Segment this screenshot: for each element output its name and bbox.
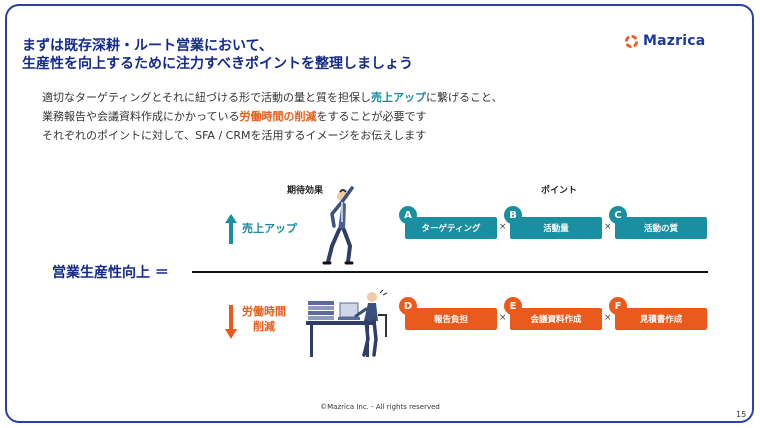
mazrica-logo-icon [624, 34, 639, 48]
point-d-label: 報告負担 [433, 315, 468, 325]
point-a-label: ターゲティング [421, 224, 481, 234]
badge-d: D [399, 297, 417, 315]
logo-text: Mazrica [643, 33, 706, 49]
point-box-c: 活動の質 [615, 217, 707, 239]
point-c-label: 活動の質 [643, 224, 678, 234]
badge-c: C [609, 206, 627, 224]
arrow-down-icon [225, 305, 237, 339]
title-line-2: 生産性を向上するために注力すべきポイントを整理しましょう [22, 56, 414, 72]
point-e-label: 会議資料作成 [530, 315, 582, 325]
times-icon: × [604, 313, 612, 323]
point-box-e: 会議資料作成 [510, 308, 602, 330]
point-box-f: 見積書作成 [615, 308, 707, 330]
point-box-d: 報告負担 [405, 308, 497, 330]
mazrica-logo: Mazrica [624, 33, 705, 49]
times-icon: × [604, 222, 612, 232]
body-text: 適切なターゲティングとそれに紐づける形で活動の量と質を担保し売上アップに繋げるこ… [42, 88, 503, 145]
header-expected-effect: 期待効果 [287, 186, 324, 196]
equation-label: 営業生産性向上 ＝ [52, 265, 169, 281]
times-icon: × [499, 313, 507, 323]
point-f-label: 見積書作成 [639, 315, 683, 325]
point-box-b: 活動量 [510, 217, 602, 239]
title-line-1: まずは既存深耕・ルート営業において、 [22, 38, 273, 54]
badge-e: E [504, 297, 522, 315]
effect-up-label: 売上アップ [242, 222, 297, 235]
arrow-up-icon [225, 214, 237, 244]
point-b-label: 活動量 [543, 224, 569, 234]
badge-b: B [504, 206, 522, 224]
body-line-2-text: 業務報告や会議資料作成にかかっている [42, 110, 240, 123]
body-line-1: 適切なターゲティングとそれに紐づける形で活動の量と質を担保し売上アップに繋げるこ… [42, 88, 503, 107]
body-line-2-tail: をすることが必要です [316, 110, 427, 123]
highlight-hours-cut: 労働時間の削減 [239, 110, 317, 123]
page-number: 15 [736, 410, 747, 419]
equation-divider [192, 271, 708, 273]
running-businessman-illustration [322, 186, 354, 265]
header-points: ポイント [541, 186, 578, 196]
body-line-3: それぞれのポイントに対して、SFA / CRMを活用するイメージをお伝えします [42, 129, 427, 142]
slide-title: まずは既存深耕・ルート営業において、 生産性を向上するために注力すべきポイントを… [22, 37, 542, 73]
point-box-a: ターゲティング [405, 217, 497, 239]
effect-down-label: 労働時間 削減 [242, 304, 286, 334]
slide-frame [5, 4, 754, 423]
body-line-1-text: 適切なターゲティングとそれに紐づける形で活動の量と質を担保し [42, 91, 372, 104]
effect-hours-reduction: 労働時間 削減 [224, 304, 286, 340]
body-line-2: 業務報告や会議資料作成にかかっている労働時間の削減をすることが必要です [42, 107, 503, 126]
body-line-1-tail: に繋げること、 [426, 91, 503, 104]
effect-down-line-1: 労働時間 [242, 305, 286, 318]
highlight-sales-up: 売上アップ [371, 91, 427, 104]
times-icon: × [499, 222, 507, 232]
effect-down-line-2: 削減 [253, 320, 275, 333]
badge-a: A [399, 206, 417, 224]
copyright-footer: ©Mazrica Inc. - All rights reserved [320, 403, 440, 411]
desk-worker-illustration [306, 289, 388, 357]
effect-sales-up: 売上アップ [224, 213, 297, 245]
badge-f: F [609, 297, 627, 315]
